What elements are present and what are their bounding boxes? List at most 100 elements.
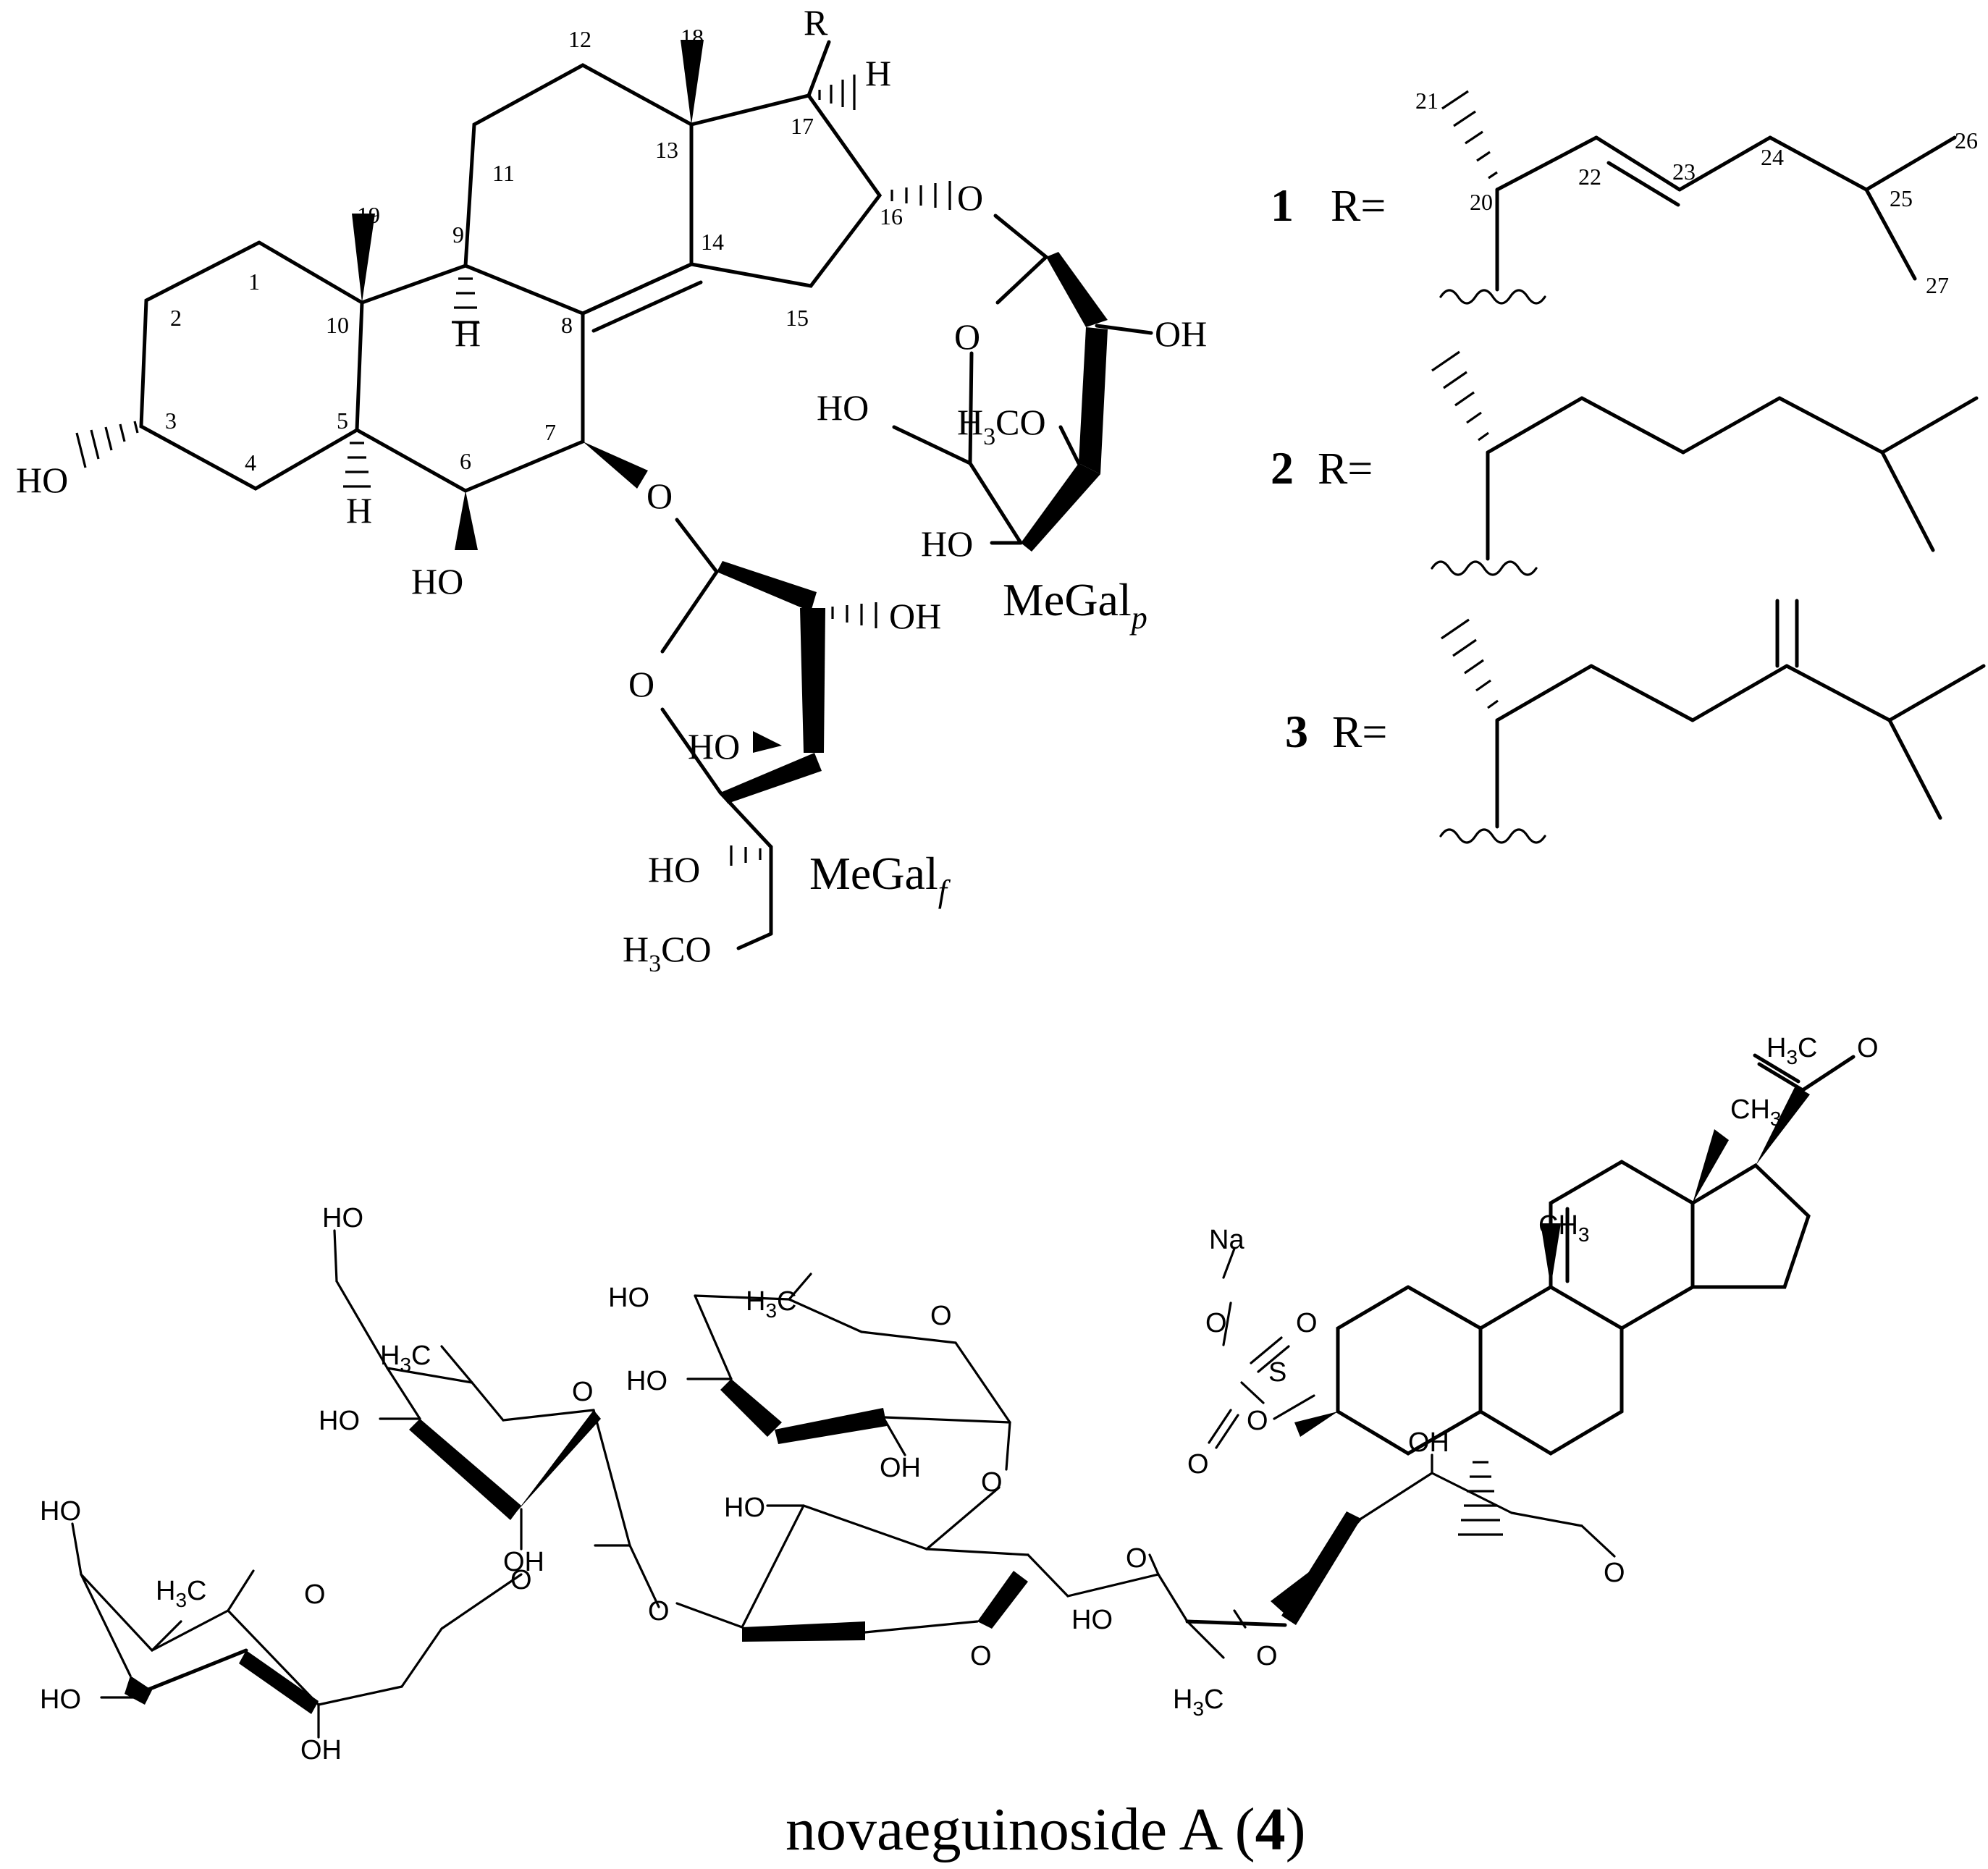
- locant-5: 5: [337, 408, 348, 434]
- sulfate-o-na-label: O: [1205, 1308, 1227, 1338]
- furanose-och3-label: H3CO: [623, 929, 712, 977]
- top-locants: 1 2 3 4 5 6 7 8 9 10 11 12 13 14 15 16 1…: [165, 24, 903, 476]
- r-group-label: R: [804, 2, 828, 43]
- chain1-locant-21: 21: [1415, 88, 1439, 114]
- left-ring-o-label: O: [572, 1377, 594, 1407]
- chain1-locant-26: 26: [1955, 127, 1978, 153]
- side-chain-3: [1439, 599, 1986, 844]
- side-chain-2: [1431, 350, 1979, 576]
- locant-3: 3: [165, 408, 177, 434]
- locant-13: 13: [655, 137, 678, 163]
- c18-ch3-label: CH3: [1730, 1094, 1781, 1130]
- chain1-locant-27: 27: [1926, 272, 1949, 298]
- left-ho4-label: HO: [322, 1203, 363, 1233]
- quinovose-o4-label: O: [1126, 1543, 1147, 1574]
- left-oh3-label: OH: [503, 1547, 544, 1577]
- top-atom-labels: R H HO H H HO O O O OH H3CO HO HO O OH H…: [16, 2, 1207, 977]
- far-ring-o-label: O: [304, 1579, 326, 1610]
- oligosaccharide-chain: [71, 1229, 1616, 1739]
- xylose-ring-o-label: O: [970, 1641, 992, 1671]
- upper-ho3-label: HO: [626, 1366, 667, 1396]
- furanose-ho3-label: HO: [688, 726, 740, 767]
- pyranose-ring-o-label: O: [954, 316, 980, 357]
- locant-19: 19: [357, 202, 380, 228]
- sulfur-label: S: [1268, 1357, 1286, 1388]
- bottom-atom-labels: H3C O CH3 CH3 Na O S O O O O O OH HO H3C…: [40, 1033, 1879, 1765]
- compound-1-r-label: R=: [1331, 182, 1386, 231]
- side-chain-1: 20 21 22 23 24 25 26 27: [1415, 88, 1978, 305]
- compound-2-r-label: R=: [1318, 444, 1373, 494]
- left-ho3-label: HO: [319, 1406, 360, 1436]
- pyranose-ho4-label: HO: [921, 523, 973, 564]
- upper-oh2-label: OH: [880, 1453, 921, 1483]
- compound-1-number: 1: [1271, 180, 1294, 231]
- xylose-o2-label: O: [648, 1596, 670, 1627]
- locant-2: 2: [170, 305, 182, 331]
- upper-ch3-label: H3C: [746, 1286, 796, 1322]
- sodium-label: Na: [1209, 1225, 1244, 1255]
- acetyl-o-label: O: [1857, 1033, 1879, 1063]
- chain1-locant-20: 20: [1470, 189, 1493, 215]
- locant-17: 17: [791, 113, 814, 139]
- c6-ho-label: HO: [411, 561, 463, 602]
- compound-3-number: 3: [1285, 706, 1308, 757]
- sulfate-o-up-label: O: [1296, 1308, 1318, 1338]
- furanose-oh-label: OH: [889, 596, 941, 636]
- furanose-sugar-label: MeGalf: [809, 848, 951, 909]
- left-o2-label: O: [510, 1565, 532, 1595]
- locant-10: 10: [326, 312, 349, 338]
- c5-h-label: H: [346, 490, 372, 531]
- quinovose-ch3-label: H3C: [1173, 1684, 1223, 1720]
- c19-ch3-label: CH3: [1538, 1210, 1589, 1246]
- left-ch3-label: H3C: [380, 1341, 431, 1376]
- chain3-hashed-methyl: [1441, 618, 1499, 709]
- upper-ho4-label: HO: [608, 1283, 649, 1313]
- c9-hashed-h-bond: [452, 277, 479, 324]
- far-ho3-label: HO: [40, 1684, 81, 1715]
- sulfate-o-down-label: O: [1187, 1449, 1209, 1480]
- quinovose-ho-label: HO: [1071, 1605, 1113, 1635]
- c17-hashed-h-bond: [818, 75, 856, 110]
- compound-4-caption: novaeguinoside A (4): [785, 1796, 1306, 1863]
- pyranose-sugar-label: MeGalp: [1003, 574, 1147, 636]
- pyranose-ho6-label: HO: [817, 387, 869, 428]
- locant-4: 4: [245, 450, 256, 476]
- c9-h-label: H: [455, 313, 481, 354]
- c3-o-label: O: [1247, 1406, 1268, 1436]
- xylose-ho4-label: HO: [724, 1493, 765, 1523]
- far-ho4-label: HO: [40, 1496, 81, 1527]
- c7-o-label: O: [646, 476, 673, 516]
- locant-18: 18: [681, 24, 704, 50]
- c3-ho-label: HO: [16, 460, 68, 500]
- chain1-locant-23: 23: [1672, 159, 1696, 185]
- furanose-ring-o-label: O: [628, 664, 654, 704]
- locant-15: 15: [785, 305, 809, 331]
- pregnane-sulfate-core: [1208, 1053, 1856, 1536]
- quinovose-ring-o-label: O: [1256, 1641, 1278, 1671]
- chain2-hashed-methyl: [1431, 350, 1489, 442]
- c16-hashed-o-bond: [890, 181, 951, 210]
- locant-14: 14: [701, 229, 724, 255]
- compound-3-r-label: R=: [1332, 708, 1387, 757]
- furanose-c2-hashed-oh: [831, 602, 877, 628]
- c6-o-label: O: [1604, 1558, 1625, 1588]
- far-oh2-label: OH: [300, 1735, 342, 1765]
- c5-hashed-h-bond: [343, 442, 371, 488]
- chain1-locant-25: 25: [1890, 185, 1913, 211]
- far-ch3-label: H3C: [156, 1576, 206, 1611]
- locant-9: 9: [452, 222, 464, 248]
- locant-1: 1: [248, 269, 260, 295]
- top-steroid-core: [75, 40, 951, 550]
- locant-8: 8: [561, 312, 573, 338]
- c6-hashed-o-bond: [1458, 1461, 1503, 1536]
- acetyl-ch3-label: H3C: [1766, 1033, 1817, 1068]
- pyranose-oh-label: OH: [1155, 313, 1207, 354]
- compound-2-number: 2: [1271, 442, 1294, 494]
- c17-h-label: H: [865, 53, 891, 93]
- locant-16: 16: [880, 203, 903, 229]
- c16-o-label: O: [957, 177, 983, 218]
- chain1-locant-24: 24: [1761, 144, 1784, 170]
- xylose-o3-label: O: [981, 1467, 1003, 1498]
- c3-hashed-oh-bond: [75, 421, 139, 468]
